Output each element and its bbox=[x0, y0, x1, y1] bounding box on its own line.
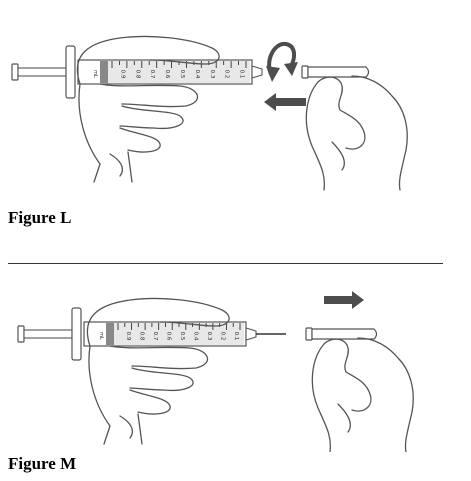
left-hand-holding-syringe bbox=[76, 35, 220, 183]
cap-body bbox=[311, 328, 378, 340]
twist-arrow-icon bbox=[266, 41, 298, 82]
graduation-label: 0.2 bbox=[224, 70, 230, 79]
graduation-label: 0.1 bbox=[233, 332, 239, 341]
graduation-label: 0.8 bbox=[134, 70, 140, 79]
fingers-outline bbox=[88, 345, 208, 439]
thumb-outline bbox=[86, 297, 230, 347]
figure-m-caption: Figure M bbox=[8, 454, 77, 473]
arrow-shape bbox=[324, 291, 364, 309]
left-hand-holding-syringe bbox=[86, 297, 230, 445]
wrist-outline bbox=[103, 413, 143, 445]
plunger-rod bbox=[23, 329, 73, 339]
needle-cap bbox=[301, 65, 370, 79]
figure-m-illustration: 0.9 0.8 0.7 0.6 0.5 0.4 0.3 0.2 0.1 mL bbox=[17, 291, 414, 452]
graduation-label: 0.5 bbox=[179, 332, 185, 341]
right-hand-outline bbox=[311, 337, 414, 452]
cap-rim bbox=[305, 327, 313, 341]
graduation-label: 0.7 bbox=[149, 70, 155, 79]
syringe-tip bbox=[251, 65, 263, 79]
twist-arrowhead bbox=[266, 66, 280, 82]
barrel-unit-label: mL bbox=[92, 70, 98, 78]
graduation-label: 0.4 bbox=[193, 332, 199, 341]
section-divider bbox=[8, 263, 443, 264]
fingers-outline bbox=[78, 83, 198, 177]
graduation-label: 0.7 bbox=[152, 332, 158, 341]
right-hand-holding-cap bbox=[305, 75, 408, 191]
right-hand-holding-cap bbox=[311, 337, 414, 452]
needle-cap bbox=[305, 327, 378, 341]
graduation-label: 0.6 bbox=[165, 332, 171, 341]
graduation-label: 0.3 bbox=[209, 70, 215, 79]
figure-l-caption: Figure L bbox=[8, 208, 72, 227]
barrel-unit-label: mL bbox=[98, 332, 104, 340]
graduation-label: 0.1 bbox=[239, 70, 245, 79]
graduation-label: 0.2 bbox=[220, 332, 226, 341]
syringe: 0.9 0.8 0.7 0.6 0.5 0.4 0.3 0.2 0.1 mL bbox=[17, 307, 257, 361]
graduation-label: 0.5 bbox=[179, 70, 185, 79]
finger-flange bbox=[71, 307, 82, 361]
graduation-label: 0.3 bbox=[206, 332, 212, 341]
cap-body bbox=[307, 66, 370, 78]
graduation-label: 0.8 bbox=[138, 332, 144, 341]
arrow-shape bbox=[264, 93, 306, 111]
cap-rim bbox=[301, 65, 309, 79]
plunger-thumb-rest bbox=[11, 63, 19, 81]
plunger-stopper bbox=[100, 61, 108, 83]
wrist-outline bbox=[93, 151, 133, 183]
pull-right-arrow-icon bbox=[324, 291, 364, 309]
twist-curve bbox=[267, 41, 297, 77]
plunger-stopper bbox=[106, 323, 114, 345]
thumb-outline bbox=[76, 35, 220, 85]
right-hand-outline bbox=[305, 75, 408, 191]
finger-flange bbox=[65, 45, 76, 99]
graduation-label: 0.9 bbox=[125, 332, 131, 341]
plunger-thumb-rest bbox=[17, 325, 25, 343]
syringe-tip bbox=[245, 327, 257, 341]
plunger-rod bbox=[17, 67, 67, 77]
graduation-label: 0.9 bbox=[119, 70, 125, 79]
graduation-label: 0.6 bbox=[164, 70, 170, 79]
twist-arrowhead bbox=[284, 62, 298, 76]
syringe: 0.9 0.8 0.7 0.6 0.5 0.4 0.3 0.2 0.1 mL bbox=[11, 45, 263, 99]
figure-l-illustration: 0.9 0.8 0.7 0.6 0.5 0.4 0.3 0.2 0.1 mL bbox=[11, 35, 408, 191]
graduation-label: 0.4 bbox=[194, 70, 200, 79]
pull-left-arrow-icon bbox=[264, 93, 306, 111]
